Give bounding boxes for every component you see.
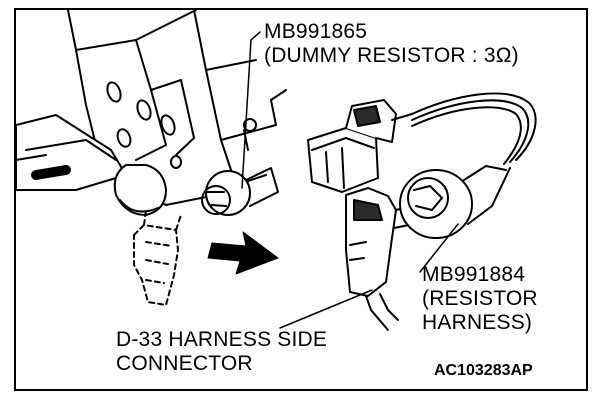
diagram-frame: MB991865 (DUMMY RESISTOR : 3Ω) MB991884 … bbox=[14, 8, 588, 391]
harness-side-connector bbox=[345, 187, 415, 331]
steering-column bbox=[16, 114, 127, 191]
leader-dummy-resistor bbox=[241, 31, 261, 189]
label-dummy-resistor: MB991865 (DUMMY RESISTOR : 3Ω) bbox=[264, 20, 519, 68]
harness-connector-line-2: CONNECTOR bbox=[116, 352, 253, 375]
harness-connector-line-1: D-33 HARNESS SIDE bbox=[116, 328, 328, 351]
leader-harness-side-connector bbox=[279, 289, 373, 329]
dummy-resistor-part-number: MB991865 bbox=[264, 20, 368, 43]
figure-code: AC103283AP bbox=[434, 362, 533, 379]
resistor-cable bbox=[411, 92, 537, 165]
vehicle-connector bbox=[201, 118, 279, 216]
label-harness-side-connector: D-33 HARNESS SIDE CONNECTOR bbox=[116, 328, 327, 376]
dummy-resistor-description: (DUMMY RESISTOR : 3Ω) bbox=[264, 44, 519, 67]
leader-resistor-harness bbox=[419, 223, 459, 273]
bolt-knob bbox=[113, 164, 167, 216]
resistor-harness-connector bbox=[399, 165, 511, 239]
direction-arrow bbox=[207, 231, 279, 275]
dummy-resistor-connector bbox=[307, 99, 413, 193]
bracket-slots bbox=[106, 81, 182, 169]
leader-lines bbox=[241, 31, 459, 329]
resistor-harness-part-number: MB991884 bbox=[422, 263, 526, 286]
label-resistor-harness: MB991884 (RESISTOR HARNESS) bbox=[422, 263, 538, 335]
technical-illustration bbox=[16, 10, 537, 331]
d33-connector-outline bbox=[133, 209, 182, 306]
resistor-harness-line-1: (RESISTOR bbox=[422, 287, 538, 310]
resistor-harness-line-2: HARNESS) bbox=[422, 311, 533, 334]
